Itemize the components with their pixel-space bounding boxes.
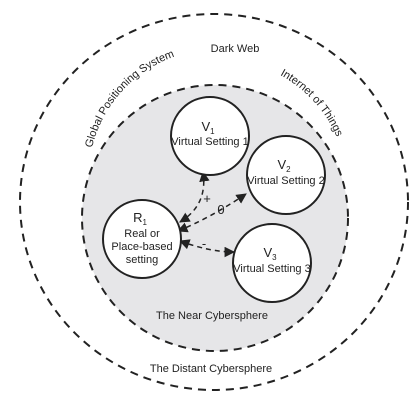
node-r1-symbol: R1	[133, 210, 147, 227]
distant-cybersphere-label: The Distant Cybersphere	[150, 363, 272, 375]
plus-relation-label: +	[203, 191, 211, 206]
node-r1-line-3: setting	[126, 254, 158, 266]
node-v3-symbol: V3	[263, 245, 277, 262]
node-v3-label: Virtual Setting 3	[233, 263, 310, 275]
near-cybersphere-label: The Near Cybersphere	[156, 310, 268, 322]
minus-relation-label: -	[202, 236, 206, 251]
node-r1-line-1: Real or	[124, 228, 160, 240]
node-r1[interactable]: R1 Real or Place-based setting	[102, 199, 182, 279]
node-v2-label: Virtual Setting 2	[247, 175, 324, 187]
zero-relation-label: 0	[217, 202, 224, 217]
node-r1-line-2: Place-based	[111, 241, 172, 253]
distant-cybersphere-boundary	[19, 13, 409, 391]
node-v3[interactable]: V3 Virtual Setting 3	[232, 223, 312, 303]
node-v2-symbol: V2	[277, 157, 291, 174]
minus-relation-arrow	[179, 239, 236, 258]
node-v1-symbol: V1	[201, 119, 215, 136]
node-v1[interactable]: V1 Virtual Setting 1	[170, 96, 250, 176]
node-v2[interactable]: V2 Virtual Setting 2	[246, 135, 326, 215]
dark-web-label: Dark Web	[211, 43, 260, 55]
node-v1-label: Virtual Setting 1	[171, 136, 248, 148]
zero-relation-arrow	[177, 193, 247, 233]
